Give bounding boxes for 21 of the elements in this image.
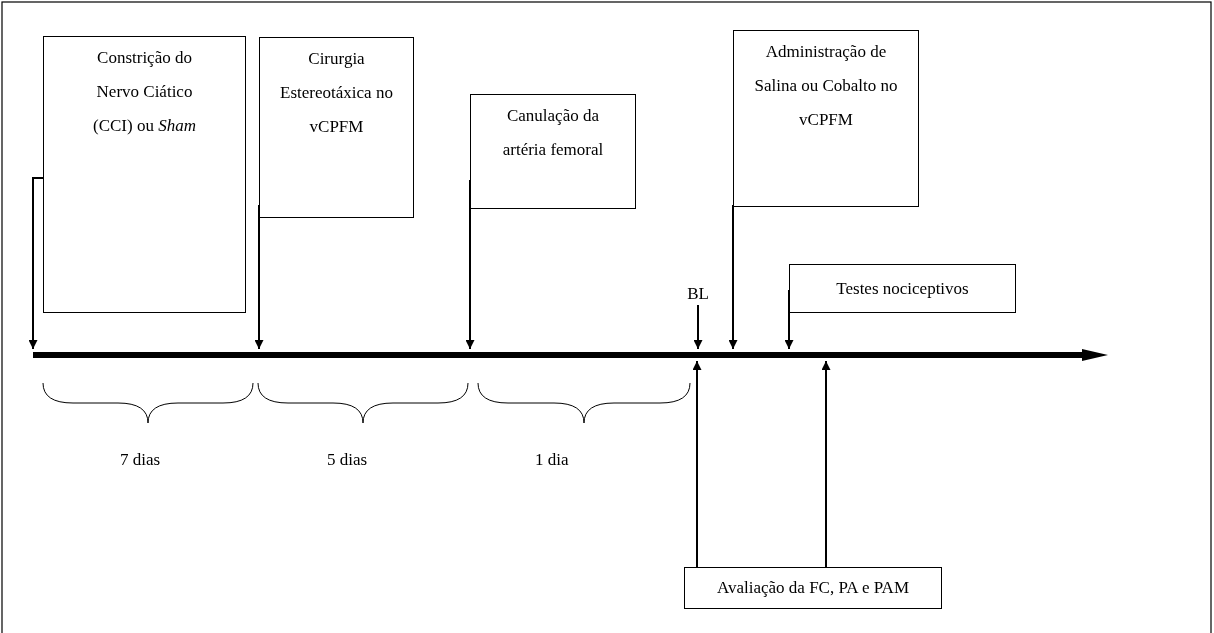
duration-label: 5 dias — [327, 450, 368, 470]
box-text: Avaliação da FC, PA e PAM — [716, 577, 909, 599]
process-box — [789, 264, 1016, 313]
process-box — [470, 94, 636, 209]
time-label: BL — [687, 283, 709, 305]
box-text: Constrição do Nervo Ciático (CCI) ou Sham — [92, 47, 197, 137]
box-text: Testes nociceptivos — [836, 277, 969, 300]
box-text: Cirurgia Estereotáxica no vCPFM — [279, 48, 394, 138]
box-text: Canulação da artéria femoral — [501, 105, 605, 161]
duration-label: 7 dias — [120, 450, 161, 470]
arrow — [821, 360, 831, 568]
duration-label: 1 dia — [535, 450, 569, 470]
process-box — [259, 37, 414, 218]
process-box — [733, 30, 919, 207]
box-text: Administração de Salina ou Cobalto no vCPFM — [753, 41, 899, 131]
arrow — [28, 177, 44, 350]
arrow — [693, 304, 703, 350]
process-box — [43, 36, 246, 313]
process-box — [684, 567, 942, 609]
arrow — [728, 204, 738, 350]
arrow — [692, 360, 702, 568]
